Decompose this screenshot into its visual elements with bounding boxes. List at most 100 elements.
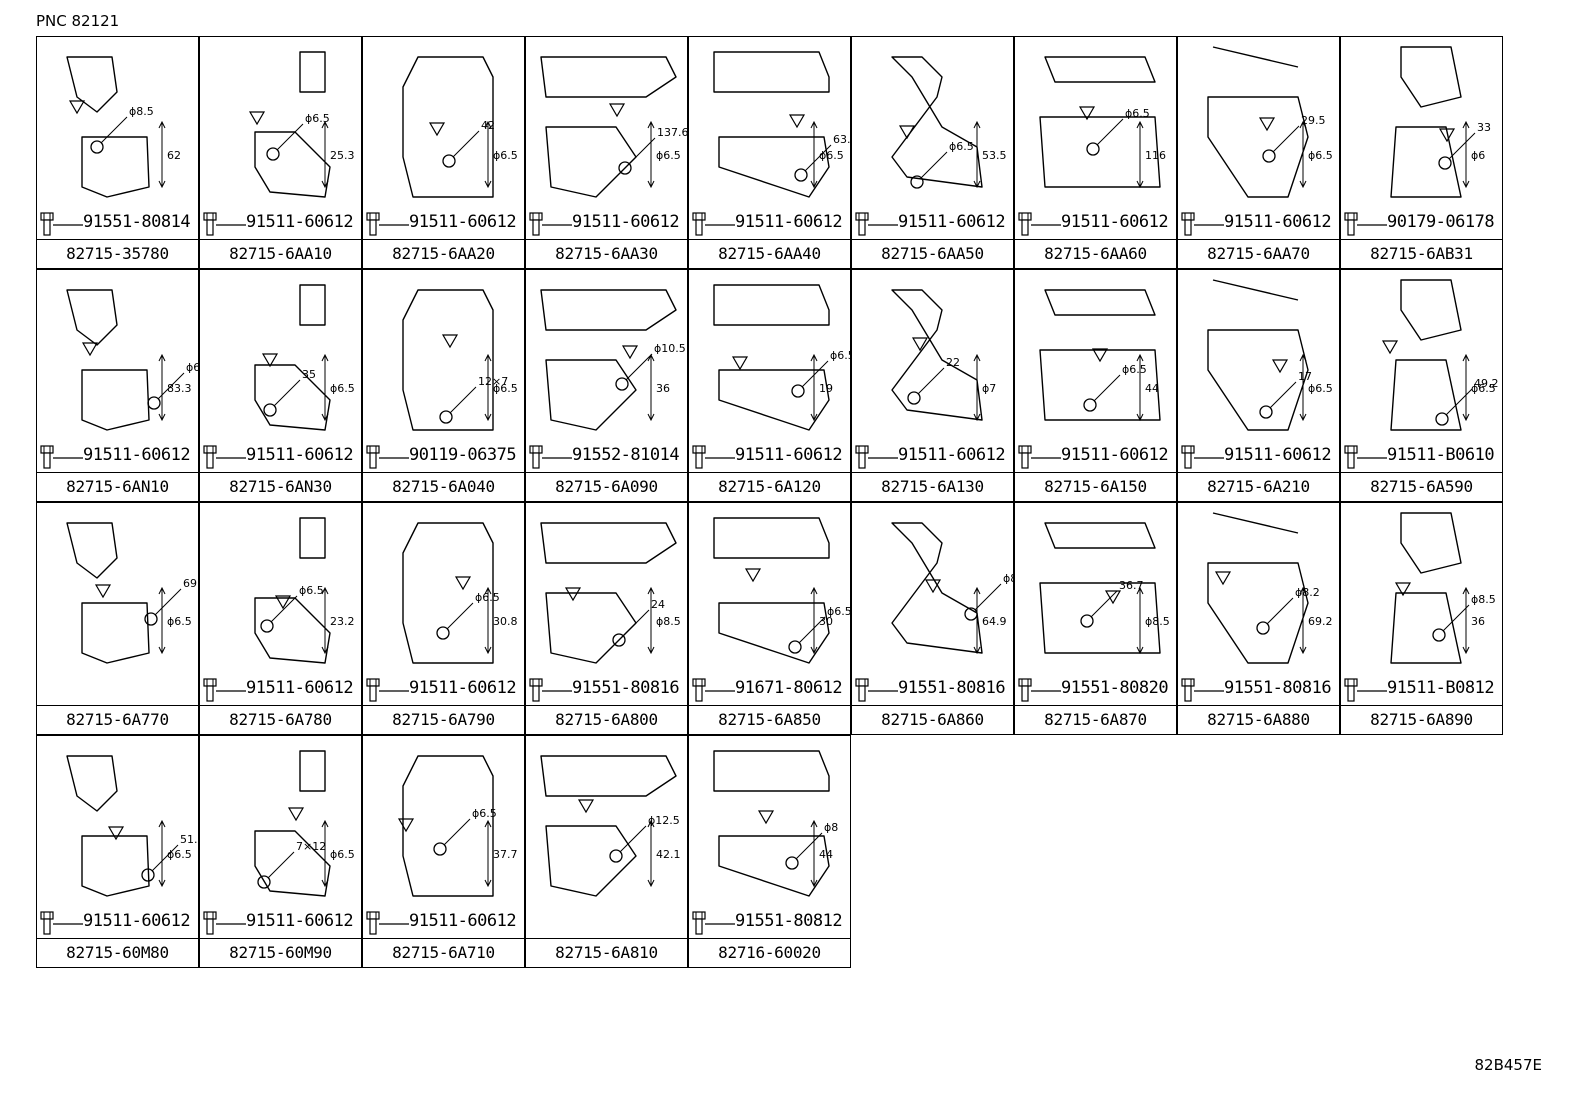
part-number[interactable]: 82715-6AN10 <box>37 472 198 501</box>
part-number[interactable]: 82716-60020 <box>689 938 850 967</box>
part-number[interactable]: 82715-6AA70 <box>1178 239 1339 268</box>
part-number[interactable]: 82715-6AA10 <box>200 239 361 268</box>
part-number[interactable]: 82715-6A120 <box>689 472 850 501</box>
part-number[interactable]: 82715-6A210 <box>1178 472 1339 501</box>
dimension-arrows <box>810 586 818 655</box>
part-number[interactable]: 82715-6A860 <box>852 705 1013 734</box>
part-number[interactable]: 82715-6A590 <box>1341 472 1502 501</box>
leader-line <box>1093 374 1121 402</box>
leader-line <box>917 367 945 395</box>
dimension-label: ϕ6.5 <box>167 615 192 628</box>
part-number[interactable]: 82715-6A040 <box>363 472 524 501</box>
part-number[interactable]: 82715-6A800 <box>526 705 687 734</box>
bracket-outline <box>66 56 150 198</box>
dimension-arrows <box>321 120 329 189</box>
locator-triangle <box>788 114 806 129</box>
part-number[interactable]: 82715-35780 <box>37 239 198 268</box>
bolt-number: 91511-60612 <box>83 911 191 931</box>
bolt-number: 91511-60612 <box>246 212 354 232</box>
part-number[interactable]: 82715-6AN30 <box>200 472 361 501</box>
part-number[interactable]: 82715-6AA50 <box>852 239 1013 268</box>
dimension-label: ϕ8.5 <box>129 105 154 118</box>
dimension-label: 22 <box>946 356 960 369</box>
part-number[interactable]: 82715-6A810 <box>526 938 687 967</box>
part-number[interactable]: 82715-6A870 <box>1015 705 1176 734</box>
dimension-label: 29.5 <box>1301 114 1326 127</box>
dimension-label: 19 <box>819 382 833 395</box>
part-number[interactable]: 82715-6AA30 <box>526 239 687 268</box>
part-number[interactable]: 82715-6A890 <box>1341 705 1502 734</box>
bolt-number: 91511-60612 <box>735 212 843 232</box>
dimension-arrows <box>484 120 492 189</box>
dimension-label: 69.2 <box>1308 615 1333 628</box>
part-number[interactable]: 82715-6AA20 <box>363 239 524 268</box>
dimension-arrows <box>647 819 655 888</box>
part-number[interactable]: 82715-6AB31 <box>1341 239 1502 268</box>
part-number[interactable]: 82715-6A090 <box>526 472 687 501</box>
mounting-hole <box>141 868 155 882</box>
part-number[interactable]: 82715-6A770 <box>37 705 198 734</box>
dimension-label: ϕ6.5 <box>493 382 518 395</box>
part-number[interactable]: 82715-6A710 <box>363 938 524 967</box>
dimension-label: 7×12 <box>296 840 326 853</box>
bolt-number: 91511-60612 <box>83 445 191 465</box>
bracket-drawing: 29.5ϕ6.5 <box>1207 46 1333 198</box>
bolt-callout: 90179-06178 <box>1343 211 1502 237</box>
bracket-outline <box>540 289 677 431</box>
part-number[interactable]: 82715-6AA60 <box>1015 239 1176 268</box>
part-number[interactable]: 82715-6A880 <box>1178 705 1339 734</box>
dimension-label: ϕ6.5 <box>493 149 518 162</box>
dimension-label: ϕ6.5 <box>186 361 198 374</box>
part-number[interactable]: 82715-6A130 <box>852 472 1013 501</box>
bolt-callout: 91511-60612 <box>1180 211 1339 237</box>
leader-line <box>622 609 650 637</box>
bolt-callout: 91671-80612 <box>691 677 850 703</box>
part-number[interactable]: 82715-6AA40 <box>689 239 850 268</box>
bolt-callout: 91511-60612 <box>1017 211 1176 237</box>
bolt-callout: 91511-B0812 <box>1343 677 1502 703</box>
part-number[interactable]: 82715-6A850 <box>689 705 850 734</box>
part-number[interactable]: 82715-6A780 <box>200 705 361 734</box>
bolt-icon <box>366 212 409 236</box>
bolt-icon <box>1018 445 1061 469</box>
part-number[interactable]: 82715-60M90 <box>200 938 361 967</box>
part-number[interactable]: 82715-6A150 <box>1015 472 1176 501</box>
part-number[interactable]: 82715-6A790 <box>363 705 524 734</box>
dimension-label: ϕ6.5 <box>330 382 355 395</box>
part-number[interactable]: 82715-60M80 <box>37 938 198 967</box>
